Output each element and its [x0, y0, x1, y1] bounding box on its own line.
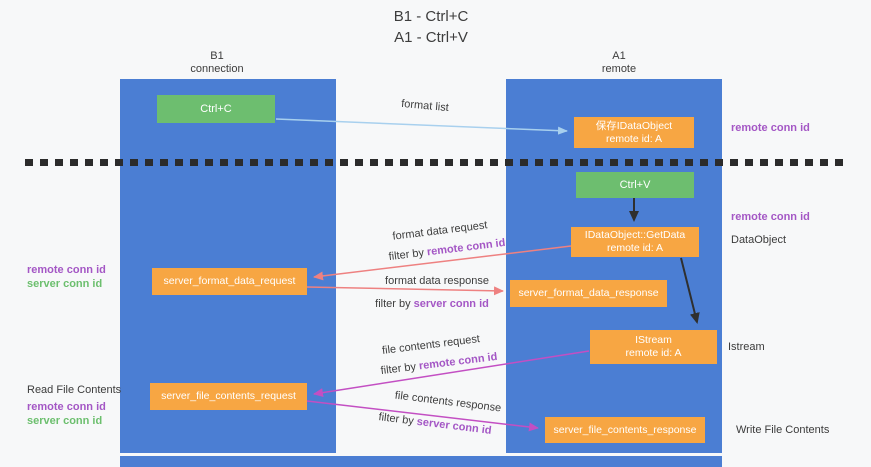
node-format-request-label: server_format_data_request [163, 275, 296, 287]
label-conn-ids-left-group2: remote conn id server conn id [27, 400, 106, 428]
node-istream-line1: IStream [635, 334, 672, 346]
diagram-title: B1 - Ctrl+C A1 - Ctrl+V [394, 6, 469, 48]
node-ctrl-v-label: Ctrl+V [619, 178, 651, 191]
node-file-response-label: server_file_contents_response [553, 423, 697, 436]
label-file-contents-response: file contents response [394, 389, 502, 415]
node-getdata-line1: IDataObject::GetData [584, 229, 686, 241]
label-server-conn-id-left-1: server conn id [27, 278, 103, 290]
node-saved-idataobject-line1: 保存IDataObject [595, 119, 673, 132]
label-format-list: format list [400, 97, 450, 115]
label-format-data-request: format data request [391, 219, 489, 243]
label-dataobject: DataObject [731, 234, 787, 246]
edge-format-data-response [306, 286, 504, 296]
label-write-file-contents: Write File Contents [736, 424, 830, 436]
filter-by-text: filter by [377, 411, 415, 428]
label-server-conn-id-left-2: server conn id [27, 415, 103, 427]
label-filter-by-server-1: filter by server conn id [375, 298, 489, 310]
node-getdata-line2: remote id: A [606, 242, 664, 254]
label-file-contents-request: file contents request [381, 333, 481, 357]
node-file-request-label: server_file_contents_request [161, 390, 296, 402]
node-ctrl-c-label: Ctrl+C [200, 102, 232, 115]
node-server-file-contents-request: server_file_contents_request [150, 383, 307, 410]
server-conn-id-text: server conn id [416, 415, 493, 437]
label-remote-conn-id-left-2: remote conn id [27, 401, 106, 413]
node-server-format-data-response: server_format_data_response [510, 280, 667, 307]
server-conn-id-text: server conn id [413, 298, 489, 310]
remote-conn-id-text: remote conn id [426, 236, 506, 259]
title-line-1: B1 - Ctrl+C [393, 8, 469, 25]
node-server-file-contents-response: server_file_contents_response [545, 417, 705, 443]
label-conn-ids-left-group1: remote conn id server conn id [27, 263, 106, 291]
label-read-file-contents: Read File Contents [27, 384, 122, 396]
lane-b1-role: connection [190, 63, 244, 75]
node-server-format-data-request: server_format_data_request [152, 268, 307, 295]
label-istream: Istream [728, 341, 765, 353]
lane-a1-name: A1 [612, 50, 626, 62]
filter-by-text: filter by [388, 246, 425, 264]
lane-b1-name: B1 [210, 50, 224, 62]
node-ctrl-c: Ctrl+C [157, 95, 275, 123]
dashed-separator-line [25, 159, 843, 166]
node-idataobject-getdata: IDataObject::GetData remote id: A [571, 227, 699, 257]
node-saved-idataobject: 保存IDataObject remote id: A [574, 117, 694, 148]
node-saved-idataobject-line2: remote id: A [605, 132, 663, 145]
label-remote-conn-id-right-mid: remote conn id [731, 211, 810, 223]
label-format-data-response: format data response [385, 275, 489, 287]
filter-by-text: filter by [375, 298, 411, 310]
filter-by-text: filter by [380, 360, 417, 378]
label-remote-conn-id-left-1: remote conn id [27, 264, 106, 276]
node-format-response-label: server_format_data_response [518, 287, 659, 299]
label-remote-conn-id-right-top: remote conn id [731, 122, 810, 134]
lane-a1-role: remote [601, 63, 637, 75]
bottom-blue-bar [120, 456, 722, 467]
lane-header-b1: B1 connection [190, 50, 243, 76]
node-istream-line2: remote id: A [625, 347, 682, 359]
node-ctrl-v: Ctrl+V [576, 172, 694, 198]
title-line-2: A1 - Ctrl+V [394, 29, 468, 46]
lane-header-a1: A1 remote [602, 50, 636, 76]
label-filter-by-server-2: filter by server conn id [378, 411, 492, 437]
node-istream: IStream remote id: A [590, 330, 717, 364]
remote-conn-id-text: remote conn id [418, 350, 498, 373]
